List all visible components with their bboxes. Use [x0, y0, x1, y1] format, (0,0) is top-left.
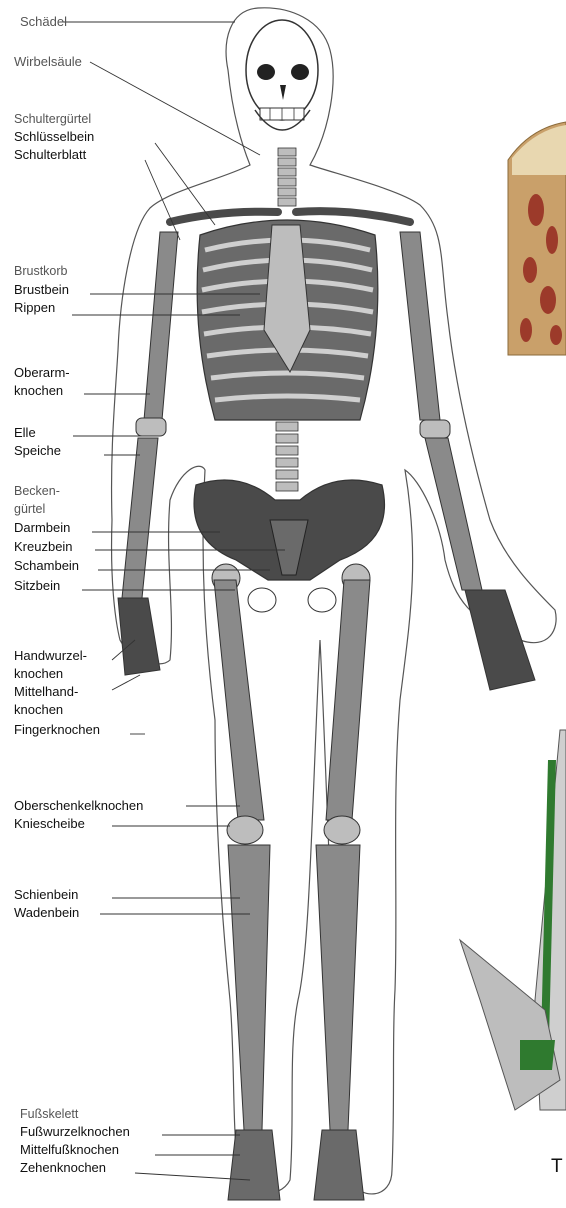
left-humerus [144, 232, 178, 420]
label-fusswurzel: Fußwurzelknochen [20, 1124, 130, 1139]
left-patella [227, 816, 263, 844]
left-eye-socket [257, 64, 275, 80]
label-schulterblatt: Schulterblatt [14, 147, 86, 162]
label-sitzbein: Sitzbein [14, 578, 60, 593]
right-hand [465, 590, 535, 690]
label-wadenbein: Wadenbein [14, 905, 79, 920]
stray-text: T [551, 1156, 563, 1178]
label-schluesselbein: Schlüsselbein [14, 129, 94, 144]
label-oberarm-1: Oberarm- [14, 365, 70, 380]
label-darmbein: Darmbein [14, 520, 70, 535]
label-schienbein: Schienbein [14, 887, 78, 902]
label-schultergurtel: Schultergürtel [14, 112, 91, 127]
label-zehen: Zehenknochen [20, 1160, 106, 1175]
label-mittelfuss: Mittelfußknochen [20, 1142, 119, 1157]
label-mittelhand-2: knochen [14, 702, 63, 717]
label-becken-1: Becken- [14, 484, 60, 499]
bone-tissue-inset [508, 122, 566, 355]
label-handwurzel-1: Handwurzel- [14, 648, 87, 663]
label-fingerknochen: Fingerknochen [14, 722, 100, 737]
label-wirbelsaeule: Wirbelsäule [14, 54, 82, 69]
label-speiche: Speiche [14, 443, 61, 458]
label-schambein: Schambein [14, 558, 79, 573]
left-foot [228, 1130, 280, 1200]
right-foot [314, 1130, 364, 1200]
label-brustkorb: Brustkorb [14, 264, 68, 279]
label-oberschenkel: Oberschenkelknochen [14, 798, 143, 813]
left-elbow [136, 418, 166, 436]
leg-muscle-inset [460, 730, 566, 1110]
left-tibia [228, 845, 270, 1130]
label-kniescheibe: Kniescheibe [14, 816, 85, 831]
label-kreuzbein: Kreuzbein [14, 539, 73, 554]
label-schaedel: Schädel [20, 14, 67, 29]
label-brustbein: Brustbein [14, 282, 69, 297]
right-clavicle [296, 211, 410, 222]
left-hand [118, 598, 160, 675]
label-becken-2: gürtel [14, 502, 45, 517]
label-fussskelett: Fußskelett [20, 1107, 78, 1122]
label-handwurzel-2: knochen [14, 666, 63, 681]
right-femur [326, 580, 370, 820]
label-elle: Elle [14, 425, 36, 440]
left-forearm [122, 438, 158, 598]
label-oberarm-2: knochen [14, 383, 63, 398]
label-rippen: Rippen [14, 300, 55, 315]
right-eye-socket [291, 64, 309, 80]
right-patella [324, 816, 360, 844]
label-mittelhand-1: Mittelhand- [14, 684, 78, 699]
right-humerus [400, 232, 440, 420]
left-clavicle [170, 212, 278, 222]
left-obturator [248, 588, 276, 612]
right-tibia [316, 845, 360, 1130]
right-elbow [420, 420, 450, 438]
right-obturator [308, 588, 336, 612]
left-femur [214, 580, 264, 820]
